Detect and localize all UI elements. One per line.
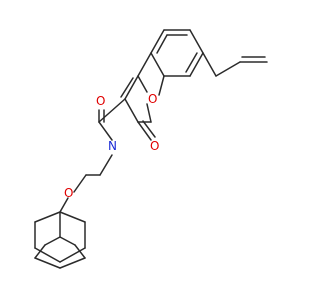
amide-nitrogen-label: N <box>108 139 117 153</box>
bond <box>59 247 86 263</box>
bond <box>189 52 204 77</box>
bond <box>189 29 204 54</box>
bond <box>142 120 156 138</box>
bond <box>124 75 139 100</box>
bond <box>59 197 69 213</box>
lactone-oxygen-label: O <box>150 139 159 153</box>
bond <box>59 236 76 246</box>
bond <box>185 52 198 73</box>
bond <box>137 75 148 93</box>
canvas-background <box>0 0 300 300</box>
bond <box>215 61 241 77</box>
bond <box>34 244 46 259</box>
bond-lines <box>34 29 268 269</box>
bond <box>74 244 86 259</box>
bond <box>156 34 168 54</box>
bond <box>120 77 134 98</box>
bond <box>124 98 139 123</box>
bond <box>137 52 152 77</box>
bond <box>59 211 86 223</box>
bond <box>59 257 86 269</box>
bond <box>158 75 165 96</box>
bond <box>99 154 113 176</box>
bond <box>34 257 61 269</box>
atom-labels: O N O O O <box>64 92 159 200</box>
bond <box>44 236 61 246</box>
bond <box>34 247 61 263</box>
bond <box>98 121 113 141</box>
bond <box>150 29 165 54</box>
bond <box>146 103 152 123</box>
bond <box>150 52 165 77</box>
molecule-structure: O N O O O <box>0 0 300 300</box>
ring-oxygen-label: O <box>148 92 157 106</box>
amide-oxygen-label: O <box>96 94 105 108</box>
bond <box>73 174 87 193</box>
ether-oxygen-label: O <box>64 186 73 200</box>
bond <box>202 52 217 77</box>
bond <box>34 211 61 223</box>
bond <box>137 121 152 141</box>
